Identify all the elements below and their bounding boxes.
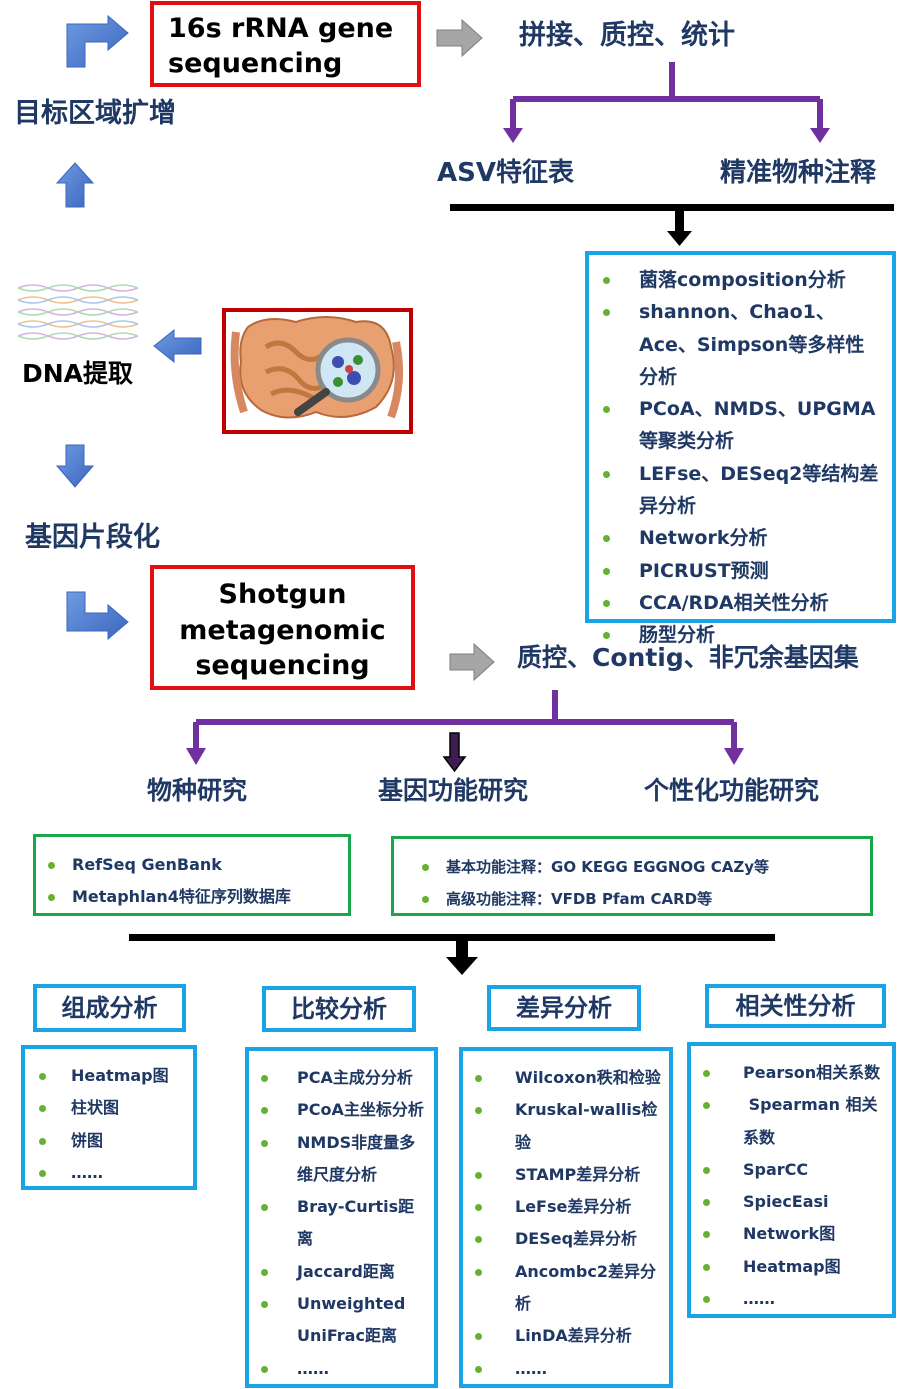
list-item: ……	[695, 1283, 888, 1315]
list-item: NMDS非度量多维尺度分析	[253, 1127, 430, 1192]
species-study-label: 物种研究	[147, 776, 248, 805]
list-item: CCA/RDA相关性分析	[589, 587, 882, 619]
amplicon-seq-box: 16s rRNA gene sequencing	[150, 1, 421, 87]
blue-left-arrow-icon	[153, 328, 202, 364]
list-item: Heatmap图	[695, 1251, 888, 1283]
category-comparison-panel: PCA主成分分析 PCoA主坐标分析 NMDS非度量多维尺度分析 Bray-Cu…	[245, 1047, 438, 1388]
black-divider-top	[450, 204, 894, 211]
gut-sample-box	[222, 308, 413, 434]
list-item: PICRUST预测	[589, 555, 882, 587]
dna-extraction-label: DNA提取	[22, 359, 134, 388]
list-item: Pearson相关系数	[695, 1057, 888, 1089]
purple-down-arrow-icon	[186, 748, 206, 765]
qc-contig-label: 质控、Contig、非冗余基因集	[517, 643, 859, 672]
list-item: PCoA主坐标分析	[253, 1094, 430, 1126]
gene-fragmentation-label: 基因片段化	[25, 522, 160, 553]
category-comparison-list: PCA主成分分析 PCoA主坐标分析 NMDS非度量多维尺度分析 Bray-Cu…	[253, 1062, 430, 1385]
category-correlation-panel: Pearson相关系数 Spearman 相关系数 SparCC SpiecEa…	[687, 1042, 896, 1318]
list-item: Network图	[695, 1218, 888, 1250]
list-item: Spearman 相关系数	[695, 1089, 888, 1154]
category-comparison-title-box: 比较分析	[262, 986, 416, 1032]
purple-down-arrow-icon	[503, 128, 523, 143]
category-title: 组成分析	[61, 994, 158, 1022]
list-item: Ancombc2差异分析	[467, 1256, 665, 1321]
list-item: 饼图	[31, 1125, 187, 1157]
list-item: 基本功能注释：GO KEGG EGGNOG CAZy等	[414, 851, 870, 883]
list-item: ……	[31, 1157, 187, 1189]
list-item: ……	[253, 1353, 430, 1385]
bent-arrow-icon	[66, 591, 129, 641]
list-item: 肠型分析	[589, 619, 882, 651]
list-item: RefSeq GenBank	[40, 849, 348, 881]
category-differential-list: Wilcoxon秩和检验 Kruskal-wallis检验 STAMP差异分析 …	[467, 1062, 665, 1385]
category-differential-panel: Wilcoxon秩和检验 Kruskal-wallis检验 STAMP差异分析 …	[459, 1047, 673, 1388]
target-amplification-label: 目标区域扩增	[14, 98, 176, 129]
asv-table-label: ASV特征表	[437, 158, 574, 188]
list-item: LeFse差异分析	[467, 1191, 665, 1223]
purple-fork-bottom	[193, 690, 737, 750]
category-composition-panel: Heatmap图 柱状图 饼图 ……	[21, 1045, 197, 1190]
shotgun-seq-title: Shotgun metagenomic sequencing	[179, 579, 386, 681]
category-title: 比较分析	[291, 995, 387, 1023]
category-title: 相关性分析	[735, 992, 856, 1020]
intestine-magnifier-icon	[230, 316, 403, 419]
blue-up-arrow-icon	[55, 162, 95, 208]
dna-helix-image	[16, 282, 140, 346]
dark-down-arrow-icon	[442, 732, 467, 773]
list-item: LinDA差异分析	[467, 1320, 665, 1352]
list-item: Bray-Curtis距离	[253, 1191, 430, 1256]
custom-function-label: 个性化功能研究	[644, 776, 820, 805]
list-item: PCoA、NMDS、UPGMA等聚类分析	[589, 393, 882, 458]
list-item: DESeq差异分析	[467, 1223, 665, 1255]
list-item: 高级功能注释：VFDB Pfam CARD等	[414, 883, 870, 915]
amplicon-analysis-list: 菌落composition分析 shannon、Chao1、Ace、Simpso…	[589, 264, 882, 652]
category-composition-list: Heatmap图 柱状图 饼图 ……	[31, 1060, 187, 1189]
category-correlation-list: Pearson相关系数 Spearman 相关系数 SparCC SpiecEa…	[695, 1057, 888, 1315]
list-item: Heatmap图	[31, 1060, 187, 1092]
function-db-panel: 基本功能注释：GO KEGG EGGNOG CAZy等 高级功能注释：VFDB …	[391, 836, 873, 916]
list-item: PCA主成分分析	[253, 1062, 430, 1094]
purple-down-arrow-icon	[810, 128, 830, 143]
amplicon-analysis-panel: 菌落composition分析 shannon、Chao1、Ace、Simpso…	[585, 251, 896, 646]
list-item: 柱状图	[31, 1092, 187, 1124]
category-correlation-title-box: 相关性分析	[705, 984, 886, 1028]
qc-stats-label: 拼接、质控、统计	[519, 20, 735, 51]
amplicon-seq-title: 16s rRNA gene sequencing	[168, 13, 394, 79]
purple-fork-top	[510, 62, 823, 130]
list-item: Wilcoxon秩和检验	[467, 1062, 665, 1094]
species-annotation-label: 精准物种注释	[720, 158, 877, 188]
list-item: STAMP差异分析	[467, 1159, 665, 1191]
grey-right-arrow-icon	[436, 18, 483, 58]
shotgun-seq-box: Shotgun metagenomic sequencing	[150, 565, 415, 690]
category-title: 差异分析	[516, 994, 612, 1022]
list-item: Jaccard距离	[253, 1256, 430, 1288]
list-item: Unweighted UniFrac距离	[253, 1288, 430, 1353]
blue-down-arrow-icon	[55, 444, 95, 488]
species-db-list: RefSeq GenBank Metaphlan4特征序列数据库	[40, 849, 348, 913]
list-item: SpiecEasi	[695, 1186, 888, 1218]
grey-right-arrow-icon	[449, 642, 495, 682]
list-item: Network分析	[589, 522, 882, 554]
list-item: shannon、Chao1、Ace、Simpson等多样性分析	[589, 296, 882, 393]
purple-down-arrow-icon	[724, 748, 744, 765]
list-item: SparCC	[695, 1154, 888, 1186]
function-db-list: 基本功能注释：GO KEGG EGGNOG CAZy等 高级功能注释：VFDB …	[414, 851, 870, 915]
gene-function-label: 基因功能研究	[378, 776, 529, 805]
list-item: 菌落composition分析	[589, 264, 882, 296]
bent-arrow-icon	[66, 14, 129, 68]
list-item: ……	[467, 1353, 665, 1385]
black-down-arrow-icon	[667, 231, 692, 246]
category-differential-title-box: 差异分析	[487, 985, 641, 1031]
black-down-arrow-icon	[446, 957, 478, 975]
list-item: Kruskal-wallis检验	[467, 1094, 665, 1159]
list-item: LEFse、DESeq2等结构差异分析	[589, 458, 882, 523]
category-composition-title-box: 组成分析	[33, 984, 186, 1032]
black-divider-bottom	[129, 934, 775, 941]
species-db-panel: RefSeq GenBank Metaphlan4特征序列数据库	[33, 834, 351, 916]
list-item: Metaphlan4特征序列数据库	[40, 881, 348, 913]
